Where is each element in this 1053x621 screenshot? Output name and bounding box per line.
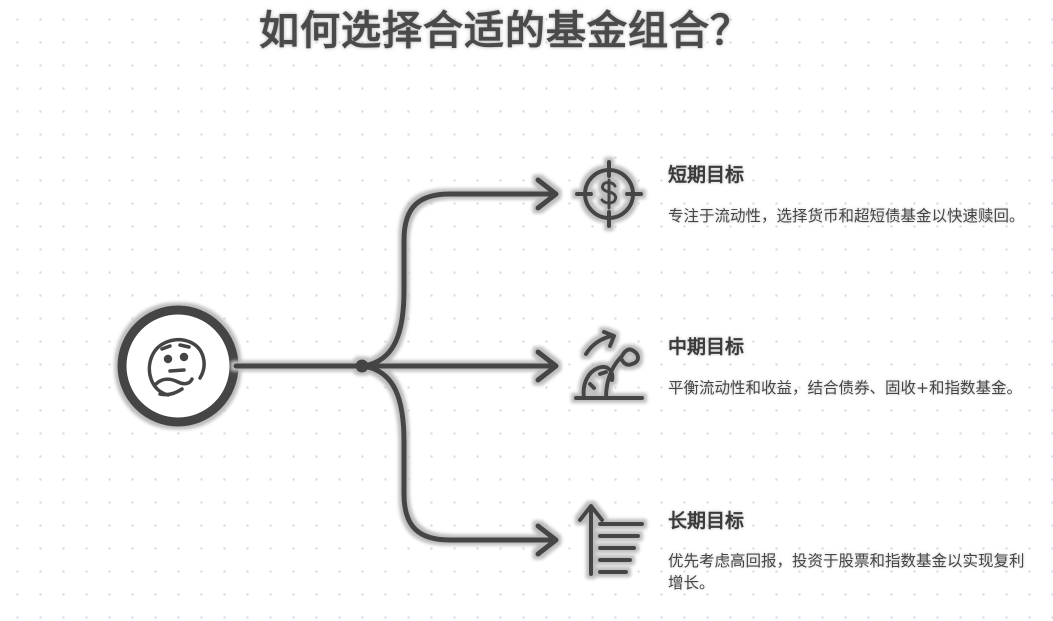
arrowhead-short <box>535 177 559 211</box>
dollar-target-icon <box>575 160 643 228</box>
arrow-up-lines-icon <box>578 504 644 576</box>
arrowhead-long <box>535 523 559 557</box>
branch-description-medium: 平衡流动性和收益，结合债券、固收+和指数基金。 <box>668 379 1022 397</box>
branch-line-short <box>359 191 555 369</box>
branch-description-long: 优先考虑高回报，投资于股票和指数基金以实现复利增长。 <box>668 552 1025 592</box>
branch-heading-long: 长期目标 <box>668 510 745 532</box>
page-title: 如何选择合适的基金组合？ <box>259 7 751 54</box>
branch-lines <box>233 177 559 557</box>
branch-heading-short: 短期目标 <box>668 164 745 186</box>
branch-description-short: 专注于流动性，选择货币和超短债基金以快速赎回。 <box>668 207 1025 225</box>
arrowhead-medium <box>535 349 559 383</box>
thinking-face-icon <box>117 305 239 427</box>
plant-growth-icon <box>574 330 644 400</box>
branch-line-long <box>359 363 555 543</box>
branch-heading-medium: 中期目标 <box>668 336 745 358</box>
